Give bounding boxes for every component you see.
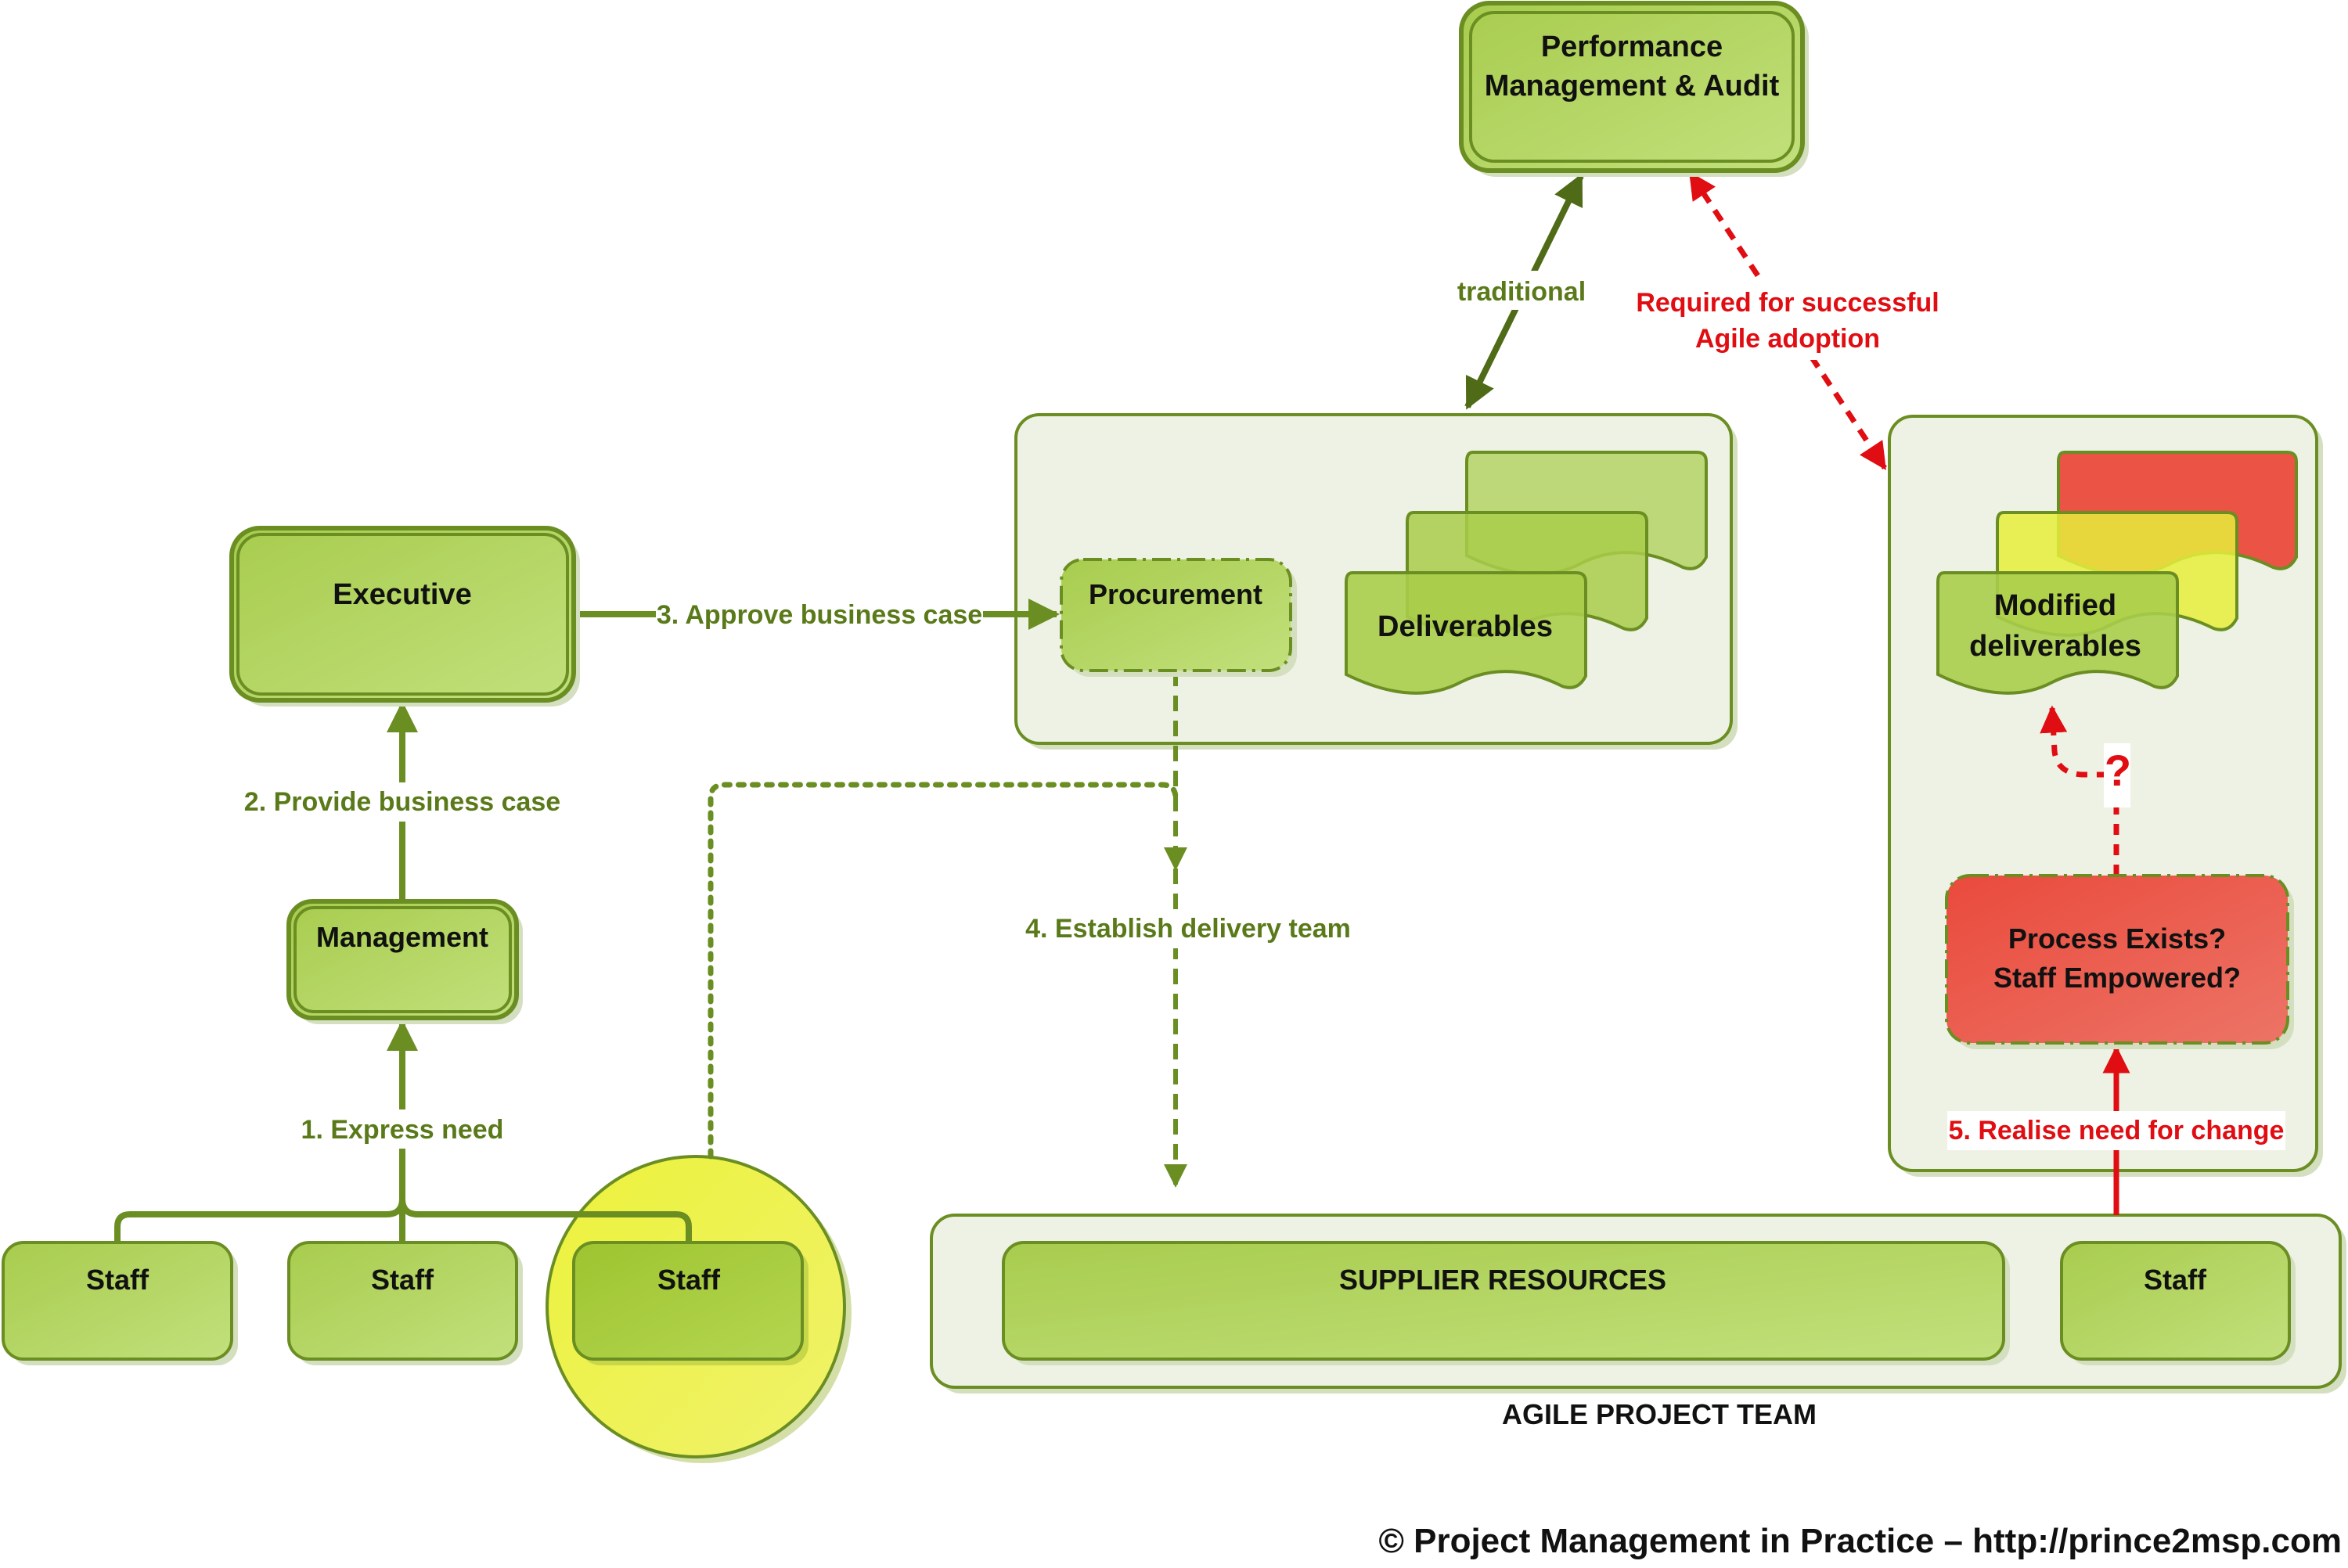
label-bg-traditional: [1445, 271, 1598, 310]
staff-2-label: Staff: [371, 1264, 434, 1296]
agile-team-staff-node[interactable]: Staff: [2060, 1241, 2296, 1365]
process-exists-label-line2: Staff Empowered?: [1993, 962, 2241, 994]
step4-establish-delivery-team-label: 4. Establish delivery team: [1025, 914, 1351, 944]
copyright-footer: © Project Management in Practice – http:…: [1378, 1522, 2342, 1560]
staff-1-label: Staff: [86, 1264, 149, 1296]
staff-node-2[interactable]: Staff: [287, 1241, 523, 1365]
staff-tree-connector: [114, 1198, 692, 1243]
deliverables-label: Deliverables: [1377, 610, 1553, 643]
label-bg-step2: [235, 782, 570, 822]
step2-provide-business-case-label: 2. Provide business case: [244, 787, 560, 817]
process-exists-label-line1: Process Exists?: [2008, 922, 2226, 955]
modified-deliverables-label-line1: Modified: [1994, 589, 2116, 622]
agile-project-team-label: AGILE PROJECT TEAM: [1502, 1398, 1817, 1430]
procurement-label: Procurement: [1089, 578, 1262, 610]
supplier-resources-label: SUPPLIER RESOURCES: [1339, 1264, 1666, 1296]
executive-node[interactable]: Executive: [229, 526, 580, 707]
label-bg-step1: [296, 1109, 509, 1149]
agile-team-staff-label: Staff: [2144, 1264, 2207, 1296]
management-label: Management: [316, 921, 488, 953]
staff-node-1[interactable]: Staff: [2, 1241, 238, 1365]
staff-node-3-highlighted[interactable]: Staff: [572, 1241, 808, 1365]
label-bg-step4: [1002, 909, 1346, 948]
performance-label-line1: Performance: [1541, 31, 1723, 63]
step1-express-need-label: 1. Express need: [301, 1115, 504, 1145]
agile-required-label-line1: Required for successful: [1636, 288, 1939, 318]
label-bg-step3: [656, 596, 983, 634]
executive-label: Executive: [333, 578, 471, 611]
management-node[interactable]: Management: [286, 899, 523, 1024]
staff-3-label: Staff: [657, 1264, 721, 1296]
modified-deliverables-document-stack[interactable]: Modified deliverables: [1936, 451, 2298, 695]
label-bg-question: [2104, 743, 2130, 807]
question-mark-label: ?: [2105, 746, 2131, 795]
procurement-node[interactable]: Procurement: [1060, 558, 1297, 677]
agile-required-label-line2: Agile adoption: [1695, 324, 1880, 354]
step5-realise-need-for-change-label: 5. Realise need for change: [1949, 1116, 2285, 1145]
performance-management-audit-node[interactable]: Performance Management & Audit: [1459, 1, 1809, 177]
process-exists-node[interactable]: Process Exists? Staff Empowered?: [1945, 874, 2294, 1049]
step3-approve-business-case-label: 3. Approve business case: [657, 600, 982, 630]
deliverables-document-stack[interactable]: Deliverables: [1345, 451, 1708, 695]
modified-deliverables-label-line2: deliverables: [1969, 630, 2141, 663]
traditional-label: traditional: [1457, 277, 1586, 307]
dotted-staff-to-delivery: [708, 782, 1179, 1160]
supplier-resources-node[interactable]: SUPPLIER RESOURCES: [1002, 1241, 2010, 1365]
performance-label-line2: Management & Audit: [1485, 70, 1780, 102]
label-bg-agile-required: [1633, 282, 1943, 360]
label-bg-step5: [1947, 1111, 2285, 1150]
